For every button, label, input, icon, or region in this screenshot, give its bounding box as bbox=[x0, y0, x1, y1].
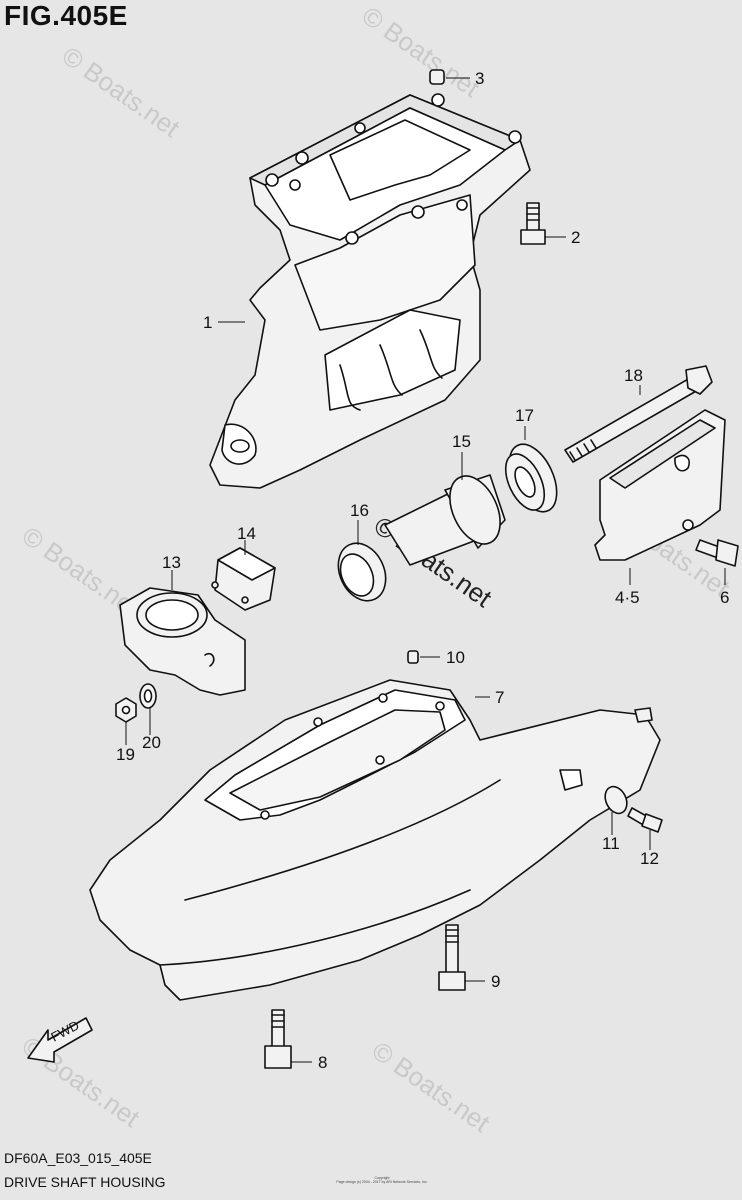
rubber-mount-part-13 bbox=[119, 587, 246, 696]
watermark-top-right: © Boats.net bbox=[357, 0, 486, 103]
mount-block-part-14 bbox=[211, 547, 276, 611]
watermark-bottom-center: © Boats.net bbox=[367, 1035, 496, 1138]
bolt-part-12 bbox=[627, 807, 663, 833]
dowel-pin-part bbox=[429, 69, 445, 85]
figure-title: FIG.405E bbox=[4, 0, 128, 31]
watermark-top-left: © Boats.net bbox=[57, 40, 186, 143]
sleeve-part-15 bbox=[384, 474, 506, 566]
figure-caption: DRIVE SHAFT HOUSING bbox=[4, 1174, 166, 1190]
callout-14: 14 bbox=[237, 524, 256, 543]
callout-16: 16 bbox=[350, 501, 369, 520]
callout-17: 17 bbox=[515, 406, 534, 425]
dowel-pin-part-10 bbox=[407, 650, 419, 664]
leader-lines bbox=[125, 77, 726, 1063]
callout-15: 15 bbox=[452, 432, 471, 451]
callout-labels: 3 2 1 18 17 15 16 14 13 4·5 6 10 7 19 20… bbox=[116, 69, 729, 1072]
callout-2: 2 bbox=[571, 228, 580, 247]
nut-part-19 bbox=[115, 697, 137, 723]
callout-12: 12 bbox=[640, 849, 659, 868]
cover-part-4-5 bbox=[594, 409, 726, 561]
callout-10: 10 bbox=[446, 648, 465, 667]
bolt-part-8 bbox=[264, 1009, 292, 1069]
callout-19: 19 bbox=[116, 745, 135, 764]
bolt-part-9 bbox=[438, 924, 466, 991]
copyright-line-2: Page design (c) 2004 - 2017 by ARI Netwo… bbox=[336, 1180, 428, 1184]
callout-7: 7 bbox=[495, 688, 504, 707]
callout-4-5: 4·5 bbox=[615, 588, 640, 607]
bearing-part-17 bbox=[504, 443, 558, 513]
callout-3: 3 bbox=[475, 69, 484, 88]
callout-11: 11 bbox=[602, 834, 620, 853]
forward-direction-arrow bbox=[27, 1017, 93, 1063]
long-bolt-part-18 bbox=[564, 365, 713, 463]
copyright-notice: Copyright Page design (c) 2004 - 2017 by… bbox=[322, 1176, 442, 1184]
callout-1: 1 bbox=[203, 313, 212, 332]
washer-part-20 bbox=[139, 683, 157, 709]
upper-housing-part bbox=[209, 93, 531, 489]
callout-18: 18 bbox=[624, 366, 643, 385]
callout-13: 13 bbox=[162, 553, 181, 572]
seal-part-16 bbox=[337, 542, 387, 602]
bolt-part-6 bbox=[695, 539, 739, 567]
callout-9: 9 bbox=[491, 972, 500, 991]
callout-8: 8 bbox=[318, 1053, 327, 1072]
bolt-part-2 bbox=[520, 202, 546, 245]
lower-housing-part-7 bbox=[89, 679, 661, 1001]
figure-code: DF60A_E03_015_405E bbox=[4, 1150, 152, 1166]
copyright-line-1: Copyright bbox=[374, 1176, 390, 1180]
callout-6: 6 bbox=[720, 588, 729, 607]
callout-20: 20 bbox=[142, 733, 161, 752]
collar-part-11 bbox=[604, 785, 628, 815]
